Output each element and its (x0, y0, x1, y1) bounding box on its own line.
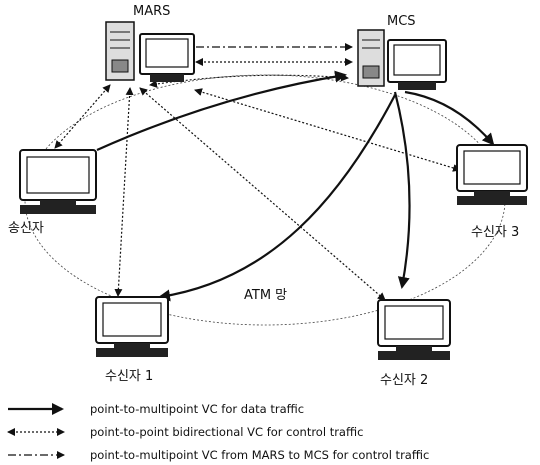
legend-data-traffic: point-to-multipoint VC for data traffic (90, 402, 304, 416)
receiver3-label: 수신자 3 (471, 225, 519, 240)
legend-bidirectional-control: point-to-point bidirectional VC for cont… (90, 425, 363, 439)
sender-computer-icon (19, 149, 97, 214)
mars-label: MARS (133, 4, 170, 19)
mars-sender-vc (54, 84, 111, 149)
mcs-to-receiver1-data-vc (158, 94, 396, 302)
receiver2-label: 수신자 2 (380, 373, 428, 388)
mcs-to-receiver2-data-vc (393, 91, 411, 289)
mars-receiver1-vc (114, 87, 134, 297)
mcs-to-receiver3-data-vc (404, 90, 495, 146)
legend: point-to-multipoint VC for data traffic … (7, 402, 429, 462)
mars-workstation-icon (105, 21, 195, 82)
receiver1-label: 수신자 1 (105, 369, 153, 384)
receiver1-computer-icon (95, 296, 169, 357)
mcs-label: MCS (387, 14, 416, 29)
receiver3-computer-icon (456, 144, 528, 205)
sender-label: 송신자 (8, 221, 44, 236)
legend-mars-to-mcs-control: point-to-multipoint VC from MARS to MCS … (90, 448, 429, 462)
mars-receiver3-vc (194, 88, 461, 172)
receiver2-computer-icon (377, 299, 451, 360)
sender-to-mcs-data-vc (96, 70, 347, 152)
mcs-workstation-icon (357, 29, 447, 90)
atm-network-label: ATM 망 (244, 288, 287, 303)
mars-receiver2-vc (139, 87, 386, 301)
